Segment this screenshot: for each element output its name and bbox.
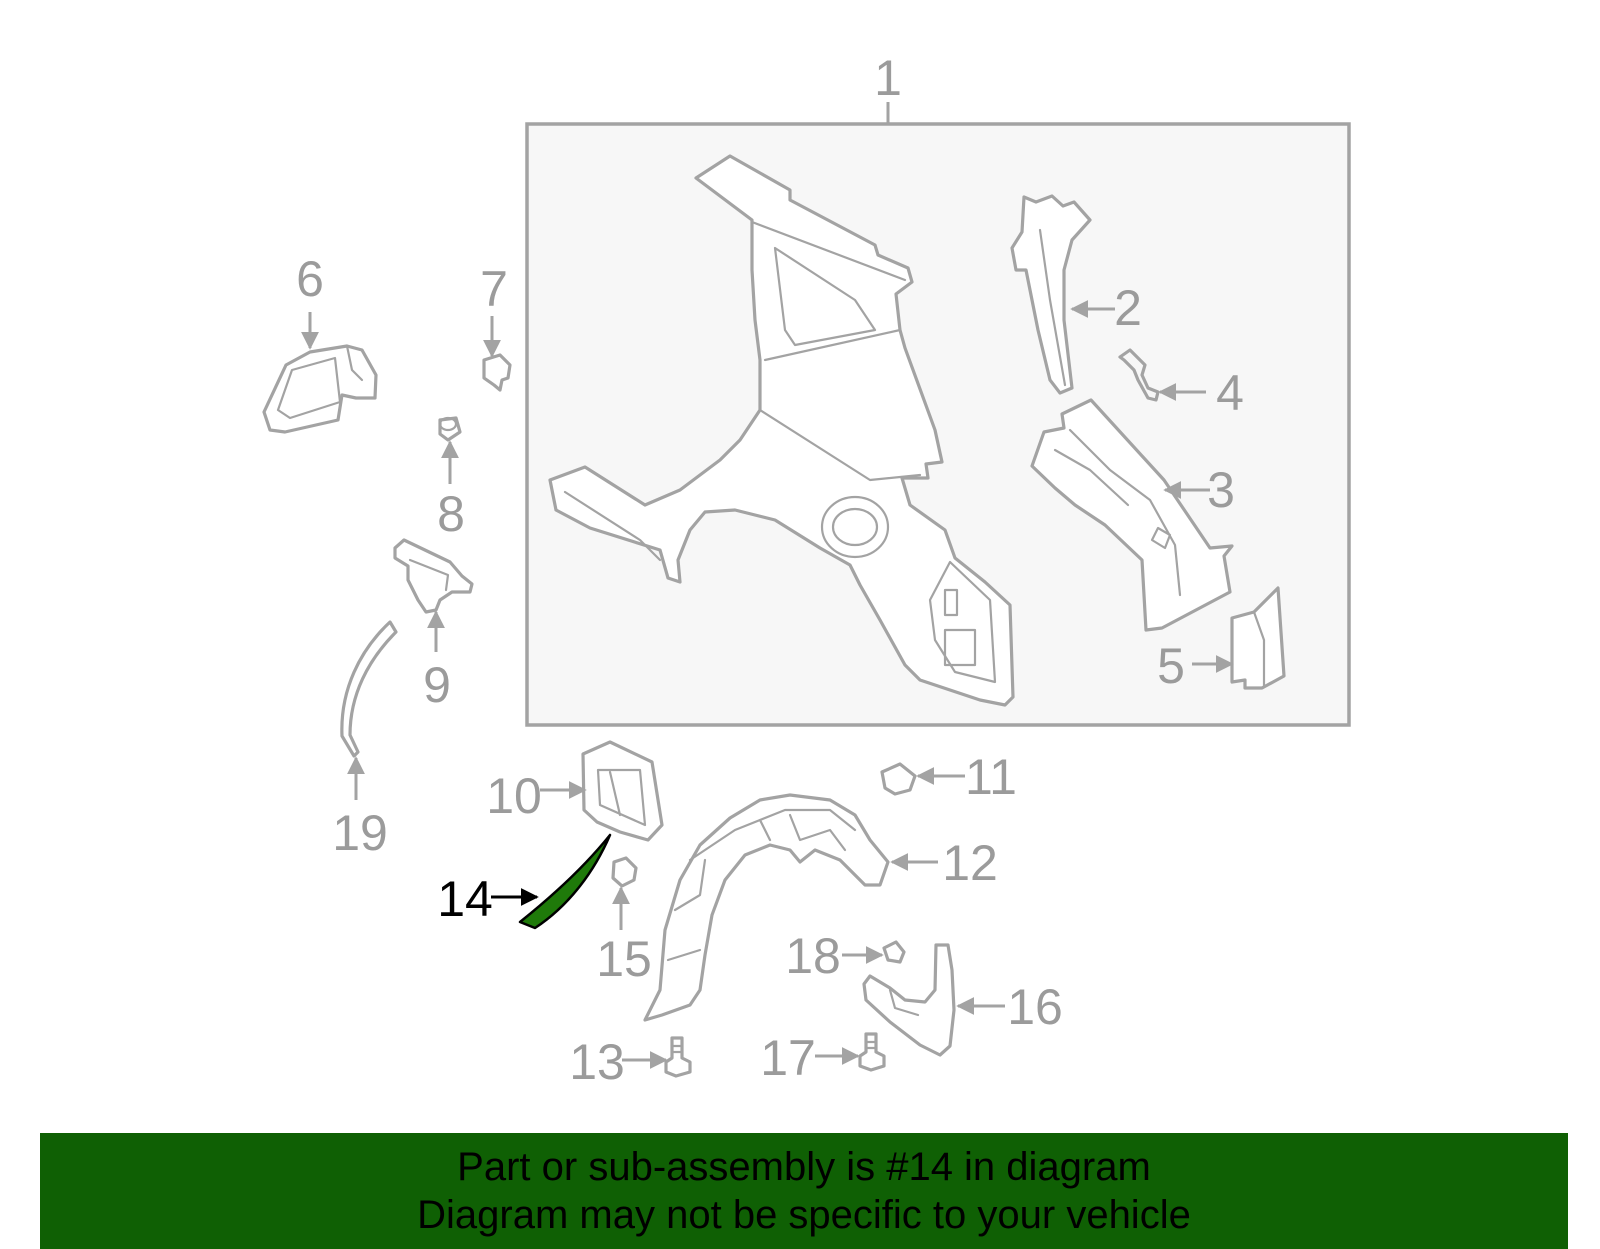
- banner-line-1: Part or sub-assembly is #14 in diagram: [457, 1145, 1151, 1189]
- callout-15: 15: [596, 931, 652, 987]
- clip-part-7[interactable]: [482, 353, 512, 392]
- info-banner: Part or sub-assembly is #14 in diagram D…: [40, 1133, 1568, 1249]
- callout-4: 4: [1216, 365, 1244, 421]
- latch-part-9[interactable]: [393, 538, 474, 614]
- callout-18: 18: [785, 928, 841, 984]
- pillar-inner-part-2[interactable]: [1010, 194, 1092, 395]
- callout-12: 12: [942, 835, 998, 891]
- nut-part-15[interactable]: [611, 856, 638, 888]
- highlighted-part-14[interactable]: [518, 833, 612, 930]
- wheelhouse-panel-part-3[interactable]: [1030, 398, 1234, 632]
- callout-17: 17: [760, 1030, 816, 1086]
- callout-7: 7: [480, 261, 508, 317]
- callout-6: 6: [296, 251, 324, 307]
- bumper-stop-part-8[interactable]: [438, 416, 462, 442]
- callout-14: 14: [437, 871, 493, 927]
- callout-13: 13: [569, 1034, 625, 1090]
- extension-panel-part-5[interactable]: [1230, 586, 1286, 690]
- callout-16: 16: [1007, 979, 1063, 1035]
- callout-11: 11: [965, 749, 1017, 805]
- bracket-part-4[interactable]: [1118, 348, 1160, 402]
- callout-1: 1: [874, 50, 902, 106]
- callout-9: 9: [423, 657, 451, 713]
- banner-line-2: Diagram may not be specific to your vehi…: [417, 1193, 1191, 1237]
- callout-3: 3: [1207, 462, 1235, 518]
- callout-19: 19: [332, 805, 388, 861]
- bolt-part-17[interactable]: [858, 1032, 886, 1072]
- wheel-liner-part-12[interactable]: [643, 793, 890, 1022]
- callout-2: 2: [1114, 280, 1142, 336]
- clip-part-11[interactable]: [880, 762, 917, 796]
- bolt-part-13[interactable]: [664, 1036, 692, 1078]
- callout-10: 10: [486, 768, 542, 824]
- quarter-panel-part-1[interactable]: [548, 154, 1015, 707]
- seal-strip-part-19[interactable]: [340, 620, 398, 758]
- clip-part-18[interactable]: [882, 940, 906, 964]
- housing-part-10[interactable]: [581, 740, 664, 842]
- fuel-door-part-6[interactable]: [262, 344, 378, 434]
- callout-8: 8: [437, 486, 465, 542]
- mud-flap-part-16[interactable]: [862, 943, 956, 1057]
- callout-5: 5: [1157, 638, 1185, 694]
